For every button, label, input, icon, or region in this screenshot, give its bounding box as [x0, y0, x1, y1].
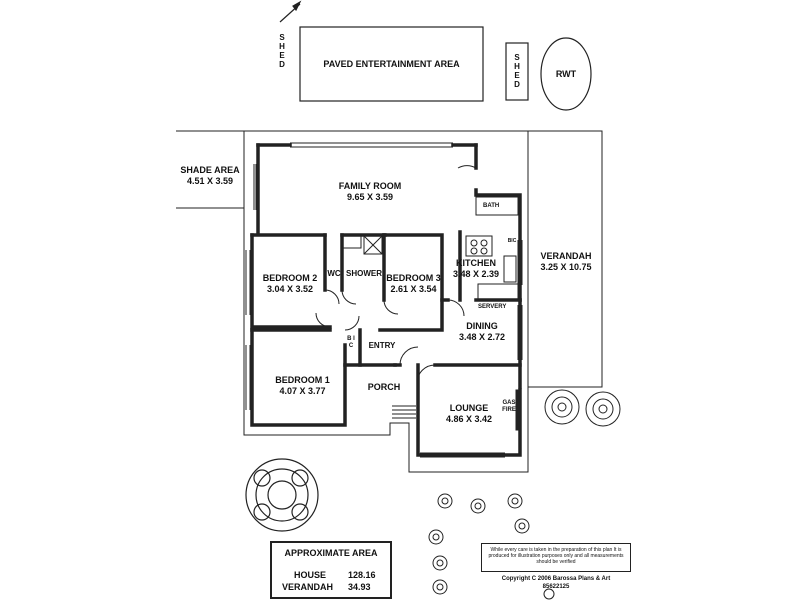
- dining-name: DINING: [466, 321, 498, 331]
- area-house-value: 128.16: [348, 570, 376, 580]
- family-room-label: FAMILY ROOM 9.65 X 3.59: [320, 181, 420, 203]
- family-room-name: FAMILY ROOM: [338, 181, 402, 191]
- lounge-dims: 4.86 X 3.42: [445, 414, 493, 424]
- dining-dims: 3.48 X 2.72: [458, 332, 506, 342]
- bedroom3-name: BEDROOM 3: [386, 273, 441, 283]
- lounge-name: LOUNGE: [449, 403, 489, 413]
- verandah-dims: 3.25 X 10.75: [540, 262, 592, 272]
- shed-right-outline: [505, 42, 529, 101]
- porch-label: PORCH: [367, 382, 401, 392]
- shower-label: SHOWER: [346, 269, 382, 278]
- copyright-block: Copyright C 2006 Barossa Plans & Art 856…: [481, 575, 631, 591]
- rwt-tank-outline: [540, 37, 592, 111]
- disclaimer-box: While every care is taken in the prepara…: [481, 543, 631, 572]
- kitchen-dims: 3.48 X 2.39: [452, 269, 500, 279]
- area-house-label: HOUSE: [294, 570, 327, 580]
- doors: [315, 165, 477, 384]
- entry-label: ENTRY: [368, 341, 396, 350]
- shade-area-label: SHADE AREA 4.51 X 3.59: [176, 165, 244, 187]
- disclaimer-text: While every care is taken in the prepara…: [488, 547, 624, 565]
- small-shrubs: [428, 493, 555, 600]
- porch-steps: [392, 405, 416, 419]
- lounge-label: LOUNGE 4.86 X 3.42: [430, 403, 508, 425]
- servery-label: SERVERY: [478, 304, 507, 310]
- shade-area-dims: 4.51 X 3.59: [186, 176, 234, 186]
- gas-fire-label: GAS FIRE: [502, 400, 516, 413]
- bedroom1-label: BEDROOM 1 4.07 X 3.77: [260, 375, 345, 397]
- paved-area-outline: [299, 26, 484, 102]
- bedroom3-label: BEDROOM 3 2.61 X 3.54: [385, 273, 442, 295]
- bedroom1-dims: 4.07 X 3.77: [279, 386, 326, 396]
- bedroom3-dims: 2.61 X 3.54: [390, 284, 437, 294]
- verandah-name: VERANDAH: [540, 251, 592, 261]
- rwt-label: RWT: [555, 69, 577, 79]
- bedroom2-label: BEDROOM 2 3.04 X 3.52: [255, 273, 325, 295]
- kitchen-name: KITCHEN: [456, 258, 496, 268]
- verandah-outline: [528, 130, 603, 388]
- area-verandah-value: 34.93: [348, 582, 371, 592]
- north-arrow-icon: [279, 0, 302, 23]
- area-verandah-label: VERANDAH: [282, 582, 334, 592]
- wc-label: WC: [327, 269, 341, 278]
- fixtures: [342, 196, 522, 431]
- bic-kitchen-label: BIC: [507, 238, 517, 244]
- shed-left-label: SHED: [279, 33, 285, 69]
- bic-hall-label: B I C: [347, 336, 355, 349]
- bedroom2-dims: 3.04 X 3.52: [266, 284, 314, 294]
- shed-right-label: SHED: [514, 53, 520, 89]
- paved-area-label: PAVED ENTERTAINMENT AREA: [323, 59, 460, 69]
- approximate-area-box: APPROXIMATE AREA HOUSE 128.16 VERANDAH 3…: [270, 541, 392, 599]
- copyright-line: Copyright C 2006 Barossa Plans & Art: [501, 576, 611, 582]
- approximate-area-title: APPROXIMATE AREA: [284, 548, 378, 558]
- bedroom1-name: BEDROOM 1: [275, 375, 330, 385]
- large-tree-icon: [245, 458, 319, 532]
- house-boundary: [243, 130, 529, 473]
- shrub-right-1-icon: [544, 389, 580, 425]
- bath-label: BATH: [483, 203, 500, 209]
- verandah-label: VERANDAH 3.25 X 10.75: [530, 251, 602, 273]
- kitchen-label: KITCHEN 3.48 X 2.39: [448, 258, 504, 280]
- copyright-number: 85622125: [542, 584, 570, 590]
- bedroom2-name: BEDROOM 2: [262, 273, 318, 283]
- walls: [250, 143, 522, 457]
- windows: [245, 142, 523, 458]
- shade-area-name: SHADE AREA: [180, 165, 240, 175]
- dining-label: DINING 3.48 X 2.72: [450, 321, 514, 343]
- shrub-right-2-icon: [585, 391, 621, 427]
- family-room-dims: 9.65 X 3.59: [346, 192, 394, 202]
